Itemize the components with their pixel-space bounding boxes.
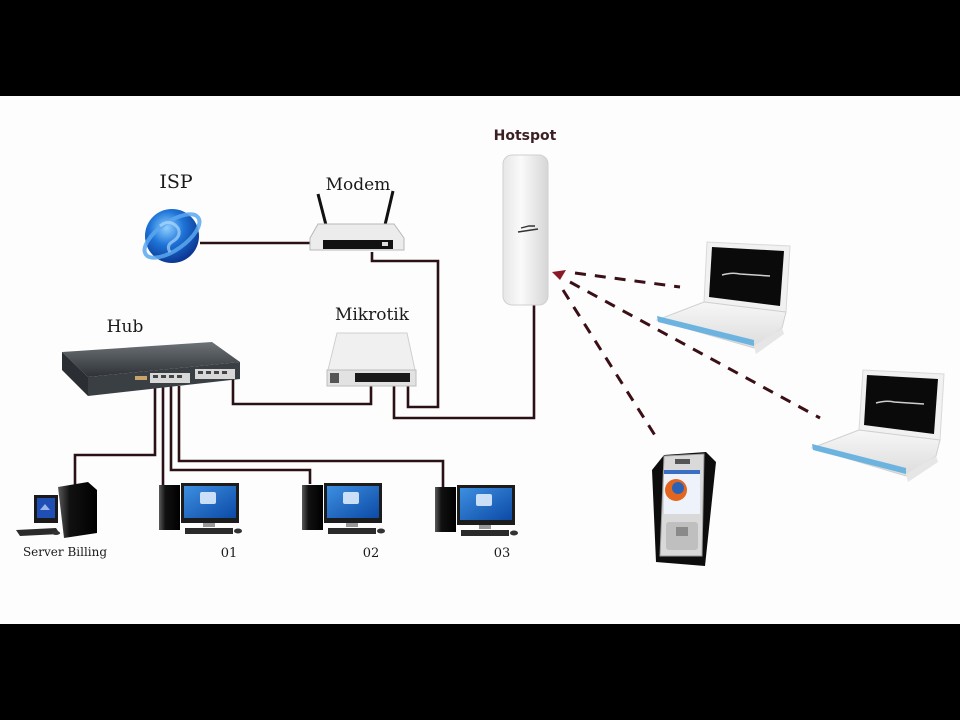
cable-modem-mikrotik bbox=[370, 252, 440, 409]
mikrotik-node[interactable]: Mikrotik bbox=[326, 305, 417, 387]
laptop-icon bbox=[655, 241, 791, 354]
modem-label: Modem bbox=[326, 175, 391, 195]
modem-node[interactable]: Modem bbox=[309, 175, 405, 251]
wireless-link-laptop2 bbox=[569, 280, 821, 420]
server-computer-icon bbox=[16, 482, 97, 538]
hotspot-node[interactable]: Hotspot bbox=[494, 128, 557, 306]
phone-node[interactable] bbox=[652, 452, 716, 566]
switch-icon bbox=[62, 342, 240, 377]
globe-icon bbox=[145, 209, 199, 263]
access-point-icon bbox=[502, 154, 549, 306]
server-label: Server Billing bbox=[23, 545, 107, 559]
cable-mikrotik-hotspot bbox=[392, 303, 536, 420]
pc3-node[interactable]: 03 bbox=[435, 485, 518, 561]
wireless-link-laptop1 bbox=[574, 271, 681, 289]
hub-node[interactable]: Hub bbox=[62, 317, 240, 396]
desktop-computer-icon bbox=[435, 485, 518, 536]
pc1-node[interactable]: 01 bbox=[159, 483, 242, 561]
laptop2-node[interactable] bbox=[810, 369, 945, 482]
mobile-phone-icon bbox=[652, 452, 716, 566]
cable-mikrotik-hub bbox=[231, 372, 373, 406]
pc3-label: 03 bbox=[494, 546, 511, 561]
wireless-links bbox=[552, 270, 821, 438]
wired-links bbox=[73, 241, 536, 488]
cable-hub-server bbox=[73, 386, 157, 488]
isp-label: ISP bbox=[159, 171, 193, 193]
wireless-arrowhead bbox=[552, 270, 566, 280]
pc1-label: 01 bbox=[221, 546, 238, 561]
server-node[interactable]: Server Billing bbox=[16, 482, 107, 559]
laptop1-node[interactable] bbox=[655, 241, 791, 354]
hub-label: Hub bbox=[107, 317, 144, 337]
laptop-icon bbox=[810, 369, 945, 482]
cable-hub-pc2 bbox=[169, 386, 312, 484]
hotspot-label: Hotspot bbox=[494, 128, 557, 144]
desktop-computer-icon bbox=[302, 483, 385, 534]
wireless-link-phone bbox=[561, 289, 658, 438]
pc2-node[interactable]: 02 bbox=[302, 483, 385, 561]
isp-node[interactable]: ISP bbox=[138, 171, 206, 266]
desktop-computer-icon bbox=[159, 483, 242, 534]
mikrotik-label: Mikrotik bbox=[335, 305, 410, 325]
pc2-label: 02 bbox=[363, 546, 380, 561]
cable-hub-pc3 bbox=[177, 386, 445, 487]
router-board-icon bbox=[327, 332, 416, 371]
